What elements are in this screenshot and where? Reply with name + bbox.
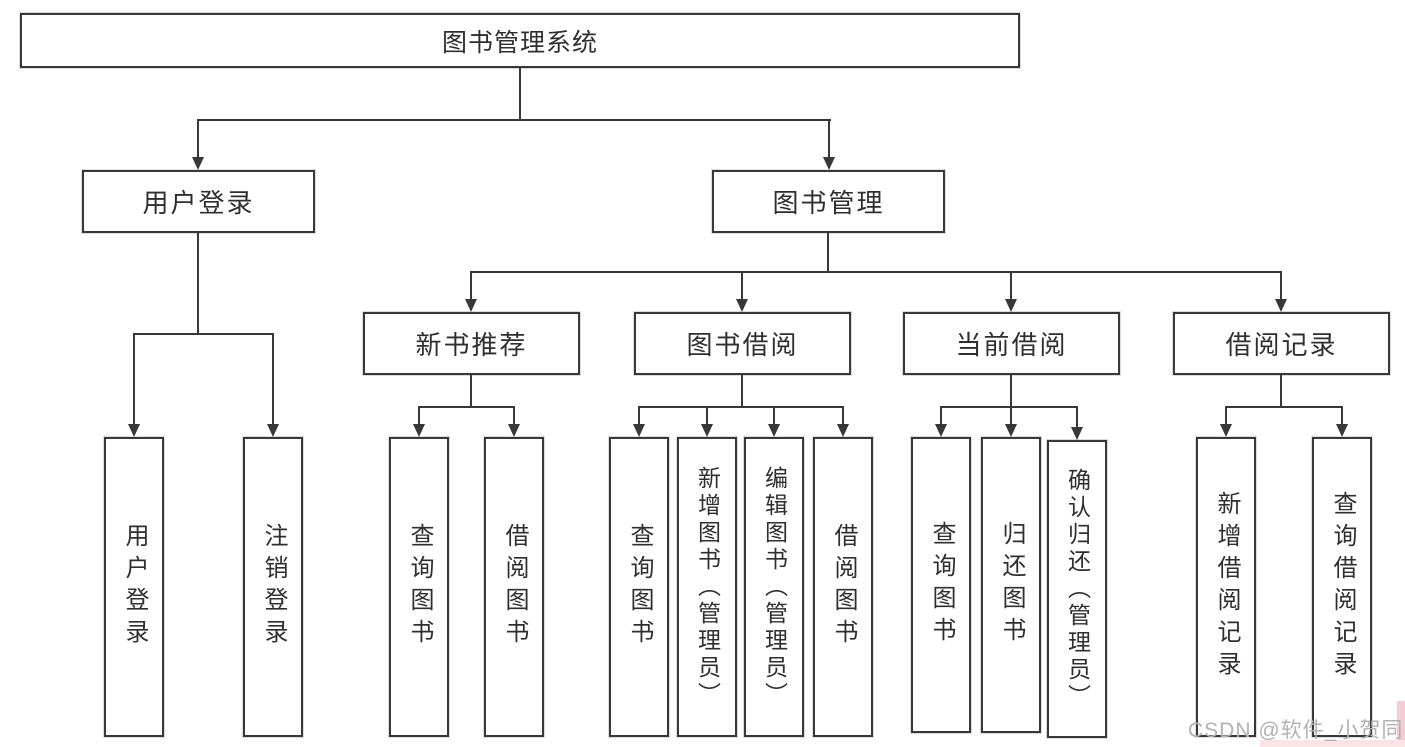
edge-borrow-record-stem: [1280, 375, 1282, 408]
edge-root-rail: [197, 119, 831, 121]
node-label: 当前借阅: [955, 330, 1068, 360]
arrowhead-leaf: [413, 424, 425, 437]
edge-to-leaf-logout: [272, 333, 274, 424]
edge-to-borrow-record: [1280, 271, 1282, 299]
leaf-label: 借阅图书: [830, 523, 857, 651]
leaf-label: 新增图书（管理员）: [694, 465, 721, 709]
leaf-label: 查询图书: [406, 523, 433, 651]
edge-borrow-record-rail: [1225, 406, 1343, 408]
node-label: 借阅记录: [1225, 330, 1338, 360]
leaf-query-books-recommend: 查询图书: [389, 437, 449, 737]
edge-leaf: [1225, 406, 1227, 424]
leaf-add-borrow-record: 新增借阅记录: [1196, 437, 1256, 737]
edge-leaf: [638, 406, 640, 424]
leaf-edit-book-admin: 编辑图书（管理员）: [744, 437, 804, 737]
node-borrow-record: 借阅记录: [1173, 312, 1390, 375]
node-current-borrow: 当前借阅: [903, 312, 1120, 375]
edge-leaf: [418, 406, 420, 424]
edge-user-login-rail: [133, 333, 274, 335]
edge-leaf: [940, 406, 942, 424]
edge-book-management-stem: [827, 233, 829, 273]
leaf-label: 查询图书: [626, 523, 653, 651]
edge-leaf: [513, 406, 515, 424]
arrowhead-leaf: [768, 424, 780, 437]
leaf-query-borrow-record: 查询借阅记录: [1312, 437, 1372, 737]
arrowhead-current-borrow: [1005, 299, 1017, 312]
node-label: 图书管理系统: [441, 28, 598, 57]
arrowhead-leaf: [701, 424, 713, 437]
leaf-return-books: 归还图书: [981, 437, 1041, 733]
leaf-confirm-return-admin: 确认归还（管理员）: [1047, 440, 1107, 738]
leaf-logout-login: 注销登录: [243, 437, 303, 737]
node-library-management-system: 图书管理系统: [20, 13, 1020, 68]
node-user-login: 用户登录: [82, 170, 315, 233]
node-label: 新书推荐: [415, 330, 528, 360]
edge-book-borrow-rail: [638, 406, 844, 408]
leaf-query-books-borrow: 查询图书: [609, 437, 669, 737]
leaf-label: 借阅图书: [501, 523, 528, 651]
edge-to-book-borrow: [741, 271, 743, 299]
leaf-label: 编辑图书（管理员）: [761, 465, 788, 709]
edge-to-new-book-recommend: [470, 271, 472, 299]
arrowhead-new-book-recommend: [465, 299, 477, 312]
watermark-pink-strip: [1397, 701, 1405, 747]
node-label: 图书管理: [772, 188, 885, 218]
edge-current-borrow-stem: [1010, 375, 1012, 408]
edge-user-login-stem: [197, 233, 199, 335]
arrowhead-user-login: [192, 157, 204, 170]
leaf-borrow-books-recommend: 借阅图书: [484, 437, 544, 737]
arrowhead-leaf: [633, 424, 645, 437]
leaf-label: 查询借阅记录: [1329, 491, 1356, 683]
edge-leaf: [1341, 406, 1343, 424]
watermark-pink-underline: [1260, 740, 1405, 747]
arrowhead-leaf: [508, 424, 520, 437]
leaf-label: 注销登录: [260, 523, 287, 651]
arrowhead-leaf: [1005, 424, 1017, 437]
leaf-user-login: 用户登录: [104, 437, 164, 737]
node-label: 用户登录: [142, 188, 255, 218]
arrowhead-leaf: [1336, 424, 1348, 437]
arrowhead-leaf: [1220, 424, 1232, 437]
arrowhead-leaf: [837, 424, 849, 437]
arrowhead-leaf-logout: [267, 424, 279, 437]
edge-to-current-borrow: [1010, 271, 1012, 299]
edge-leaf: [842, 406, 844, 424]
csdn-watermark: CSDN @软件_小贺同学: [1188, 719, 1405, 742]
edge-leaf: [706, 406, 708, 424]
edge-to-leaf-user-login: [133, 333, 135, 424]
edge-new-book-recommend-rail: [418, 406, 515, 408]
leaf-label: 确认归还（管理员）: [1064, 467, 1091, 711]
leaf-label: 用户登录: [121, 523, 148, 651]
edge-root-stem: [519, 68, 521, 120]
node-new-book-recommend: 新书推荐: [363, 312, 580, 375]
arrowhead-leaf: [935, 424, 947, 437]
leaf-label: 归还图书: [998, 521, 1025, 649]
arrowhead-book-management: [823, 157, 835, 170]
edge-new-book-recommend-stem: [470, 375, 472, 408]
arrowhead-leaf: [1071, 427, 1083, 440]
edge-leaf: [1010, 406, 1012, 424]
leaf-query-books-current: 查询图书: [911, 437, 971, 733]
edge-to-book-management: [828, 119, 830, 157]
leaf-label: 新增借阅记录: [1213, 491, 1240, 683]
arrowhead-book-borrow: [736, 299, 748, 312]
leaf-label: 查询图书: [928, 521, 955, 649]
edge-to-user-login: [197, 119, 199, 157]
leaf-borrow-books: 借阅图书: [813, 437, 873, 737]
node-book-borrow: 图书借阅: [634, 312, 851, 375]
arrowhead-leaf-user-login: [128, 424, 140, 437]
node-book-management: 图书管理: [712, 170, 945, 233]
edge-book-borrow-stem: [741, 375, 743, 408]
arrowhead-borrow-record: [1275, 299, 1287, 312]
edge-current-borrow-rail: [940, 406, 1078, 408]
leaf-add-book-admin: 新增图书（管理员）: [677, 437, 737, 737]
edge-leaf: [773, 406, 775, 424]
node-label: 图书借阅: [686, 330, 799, 360]
edge-book-management-rail: [470, 271, 1282, 273]
edge-leaf: [1076, 406, 1078, 427]
